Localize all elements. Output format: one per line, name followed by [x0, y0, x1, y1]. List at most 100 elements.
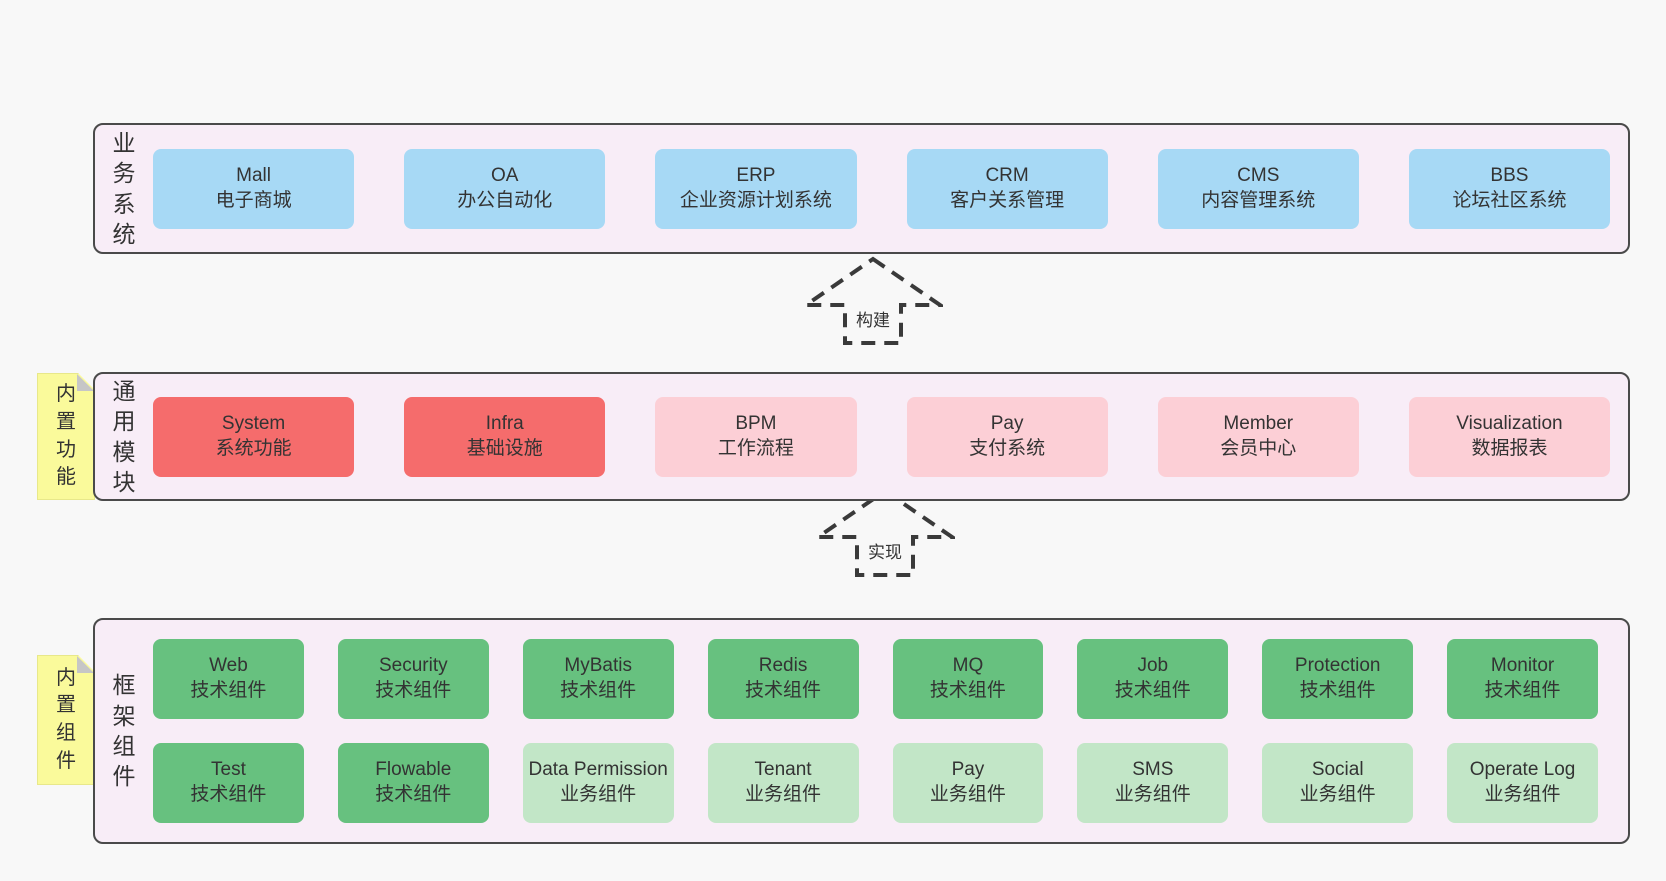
card-subtitle: 技术组件 — [1299, 680, 1376, 701]
card-visualization: Visualization 数据报表 — [1408, 396, 1611, 477]
card-subtitle: 技术组件 — [929, 680, 1006, 701]
card-system: System 系统功能 — [153, 396, 355, 477]
card-title: Data Permission — [528, 759, 668, 781]
section-label-text: 业务系统 — [112, 129, 136, 247]
business-cards-row: Mall 电子商城 OA 办公自动化 ERP 企业资源计划系统 CRM 客户关系… — [153, 125, 1628, 252]
card-subtitle: 技术组件 — [190, 784, 267, 805]
card-test: Test 技术组件 — [153, 743, 304, 823]
card-subtitle: 技术组件 — [745, 680, 822, 701]
card-title: Member — [1223, 412, 1294, 434]
section-label-framework: 框架组件 — [95, 620, 153, 842]
card-bbs: BBS 论坛社区系统 — [1408, 148, 1611, 229]
card-subtitle: 业务组件 — [929, 784, 1006, 805]
card-flowable: Flowable 技术组件 — [337, 743, 489, 823]
arrow-label: 构建 — [853, 306, 893, 331]
card-subtitle: 业务组件 — [560, 784, 637, 805]
card-title: ERP — [736, 164, 776, 186]
panel-business-systems: 业务系统 Mall 电子商城 OA 办公自动化 ERP 企业资源计划系统 CRM… — [93, 123, 1630, 254]
framework-row-1: Web 技术组件 Security 技术组件 MyBatis 技术组件 Redi… — [153, 639, 1598, 719]
card-bpm: BPM 工作流程 — [655, 396, 857, 477]
card-title: System — [221, 412, 286, 434]
card-subtitle: 内容管理系统 — [1201, 189, 1316, 211]
card-subtitle: 技术组件 — [375, 784, 452, 805]
card-title: Web — [209, 655, 248, 677]
sticky-note-text: 内置功能 — [56, 383, 76, 489]
card-subtitle: 技术组件 — [1114, 680, 1191, 701]
card-crm: CRM 客户关系管理 — [906, 148, 1108, 229]
sticky-note-builtin-features: 内置功能 — [37, 373, 95, 500]
modules-cards-row: System 系统功能 Infra 基础设施 BPM 工作流程 Pay 支付系统… — [153, 374, 1628, 499]
card-infra: Infra 基础设施 — [404, 396, 606, 477]
arrow-label: 实现 — [865, 538, 905, 563]
card-title: Visualization — [1456, 412, 1563, 434]
card-subtitle: 技术组件 — [1484, 680, 1561, 701]
framework-row-2: Test 技术组件 Flowable 技术组件 Data Permission … — [153, 743, 1598, 823]
card-security: Security 技术组件 — [337, 639, 489, 719]
card-subtitle: 企业资源计划系统 — [679, 189, 832, 211]
arrow-build: 构建 — [803, 256, 943, 346]
card-subtitle: 支付系统 — [969, 437, 1046, 459]
card-social: Social 业务组件 — [1262, 743, 1414, 823]
card-subtitle: 业务组件 — [1299, 784, 1376, 805]
card-title: Security — [378, 655, 448, 677]
card-monitor: Monitor 技术组件 — [1447, 639, 1598, 719]
sticky-note-builtin-components: 内置组件 — [37, 655, 95, 785]
panel-common-modules: 通用模块 System 系统功能 Infra 基础设施 BPM 工作流程 Pay… — [93, 372, 1630, 501]
card-title: OA — [491, 164, 519, 186]
card-title: Protection — [1294, 655, 1381, 677]
card-title: Test — [211, 759, 246, 781]
card-redis: Redis 技术组件 — [707, 639, 859, 719]
card-title: Tenant — [754, 759, 812, 781]
card-subtitle: 业务组件 — [745, 784, 822, 805]
card-title: CRM — [985, 164, 1029, 186]
card-pay-component: Pay 业务组件 — [892, 743, 1044, 823]
sticky-note-text: 内置组件 — [56, 666, 76, 772]
card-title: MyBatis — [564, 655, 632, 677]
card-member: Member 会员中心 — [1157, 396, 1359, 477]
card-subtitle: 业务组件 — [1114, 784, 1191, 805]
card-subtitle: 业务组件 — [1484, 784, 1561, 805]
card-subtitle: 技术组件 — [375, 680, 452, 701]
card-job: Job 技术组件 — [1077, 639, 1229, 719]
arrow-implement: 实现 — [815, 488, 955, 578]
card-title: Flowable — [375, 759, 452, 781]
card-mall: Mall 电子商城 — [153, 148, 355, 229]
section-label-text: 通用模块 — [112, 377, 136, 495]
card-subtitle: 技术组件 — [560, 680, 637, 701]
card-title: SMS — [1132, 759, 1174, 781]
card-title: Pay — [990, 412, 1024, 434]
card-operate-log: Operate Log 业务组件 — [1447, 743, 1598, 823]
card-title: MQ — [952, 655, 984, 677]
card-subtitle: 数据报表 — [1471, 437, 1548, 459]
card-subtitle: 技术组件 — [190, 680, 267, 701]
card-title: Pay — [951, 759, 985, 781]
card-subtitle: 客户关系管理 — [950, 189, 1065, 211]
panel-framework-components: 框架组件 Web 技术组件 Security 技术组件 MyBatis 技术组件… — [93, 618, 1630, 844]
card-title: Monitor — [1490, 655, 1555, 677]
card-title: BBS — [1490, 164, 1529, 186]
card-mq: MQ 技术组件 — [892, 639, 1044, 719]
card-title: Job — [1137, 655, 1169, 677]
card-subtitle: 基础设施 — [466, 437, 543, 459]
card-title: Redis — [758, 655, 808, 677]
card-mybatis: MyBatis 技术组件 — [522, 639, 674, 719]
up-arrow-icon — [803, 256, 943, 345]
card-subtitle: 电子商城 — [215, 189, 292, 211]
card-subtitle: 会员中心 — [1220, 437, 1297, 459]
card-subtitle: 论坛社区系统 — [1452, 189, 1567, 211]
card-title: Infra — [485, 412, 524, 434]
card-cms: CMS 内容管理系统 — [1157, 148, 1359, 229]
up-arrow-icon — [815, 488, 955, 577]
framework-cards-grid: Web 技术组件 Security 技术组件 MyBatis 技术组件 Redi… — [153, 620, 1628, 842]
card-erp: ERP 企业资源计划系统 — [655, 148, 857, 229]
card-title: CMS — [1237, 164, 1280, 186]
card-title: Social — [1311, 759, 1364, 781]
card-sms: SMS 业务组件 — [1077, 743, 1229, 823]
section-label-business: 业务系统 — [95, 125, 153, 252]
card-oa: OA 办公自动化 — [404, 148, 606, 229]
card-subtitle: 办公自动化 — [457, 189, 553, 211]
card-pay-system: Pay 支付系统 — [906, 396, 1108, 477]
card-title: Operate Log — [1469, 759, 1576, 781]
card-subtitle: 工作流程 — [717, 437, 794, 459]
